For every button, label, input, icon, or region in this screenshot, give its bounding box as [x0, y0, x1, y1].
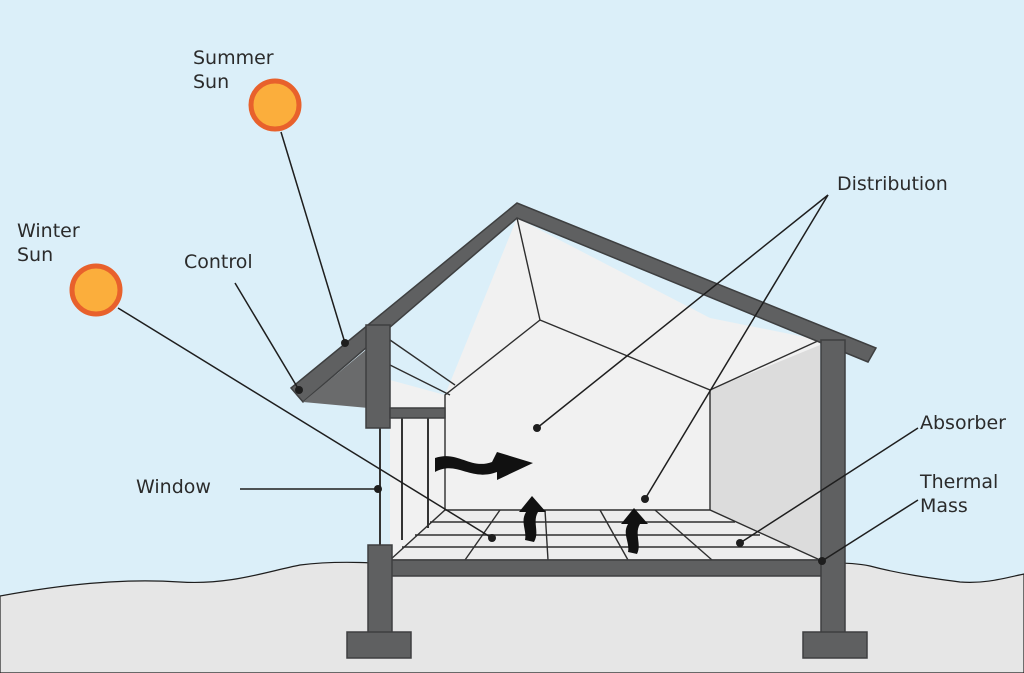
window-header	[365, 324, 391, 429]
side-wall	[710, 345, 820, 565]
ceiling-right-line	[709, 339, 821, 391]
winter-sun-ray-dot	[488, 534, 496, 542]
floor-slab	[389, 559, 823, 577]
distribution-label: Distribution	[837, 173, 948, 195]
eave-line	[389, 339, 456, 386]
winter-sun-label-line2: Sun	[17, 244, 53, 266]
thermal-mass-leader	[821, 499, 919, 562]
warm-air-arrow-horizontal	[435, 452, 533, 480]
eave-line-2	[389, 364, 451, 396]
absorber-leader	[739, 427, 919, 544]
header-lintel	[389, 407, 446, 419]
absorber-dot	[736, 539, 744, 547]
floor-col-2	[544, 509, 549, 561]
summer-sun-label-line1: Summer	[193, 47, 274, 69]
warm-air-arrow-up-2	[621, 508, 648, 554]
left-post	[367, 544, 393, 636]
winter-sun-icon	[69, 263, 123, 317]
floor-col-3	[599, 509, 629, 561]
absorber-label: Absorber	[920, 412, 1006, 434]
window-label: Window	[136, 476, 211, 498]
floor-col-1	[464, 509, 501, 561]
distribution-leader-1	[536, 194, 829, 429]
right-footing	[802, 631, 868, 659]
control-dot	[295, 386, 303, 394]
thermal-mass-dot	[818, 557, 826, 565]
summer-sun-label-line2: Sun	[193, 71, 229, 93]
summer-sun-ray	[280, 131, 346, 344]
window-dot	[374, 485, 382, 493]
distribution-dot-2	[641, 495, 649, 503]
left-footing	[346, 631, 412, 659]
summer-sun-icon	[248, 78, 302, 132]
winter-sun-ray	[117, 307, 493, 539]
distribution-dot-1	[533, 424, 541, 432]
floor-col-4	[654, 509, 713, 561]
ceiling-lines	[516, 217, 711, 555]
winter-sun-label-line1: Winter	[17, 220, 80, 242]
thermal-mass-label-line1: Thermal	[919, 471, 998, 493]
ceiling-left-line	[444, 319, 541, 510]
summer-sun-ray-dot	[341, 339, 349, 347]
control-leader	[234, 282, 300, 391]
control-label: Control	[184, 251, 253, 273]
distribution-leader-2	[644, 194, 829, 500]
thermal-mass-label-line2: Mass	[920, 495, 968, 517]
warm-air-arrow-up-1	[519, 496, 546, 542]
